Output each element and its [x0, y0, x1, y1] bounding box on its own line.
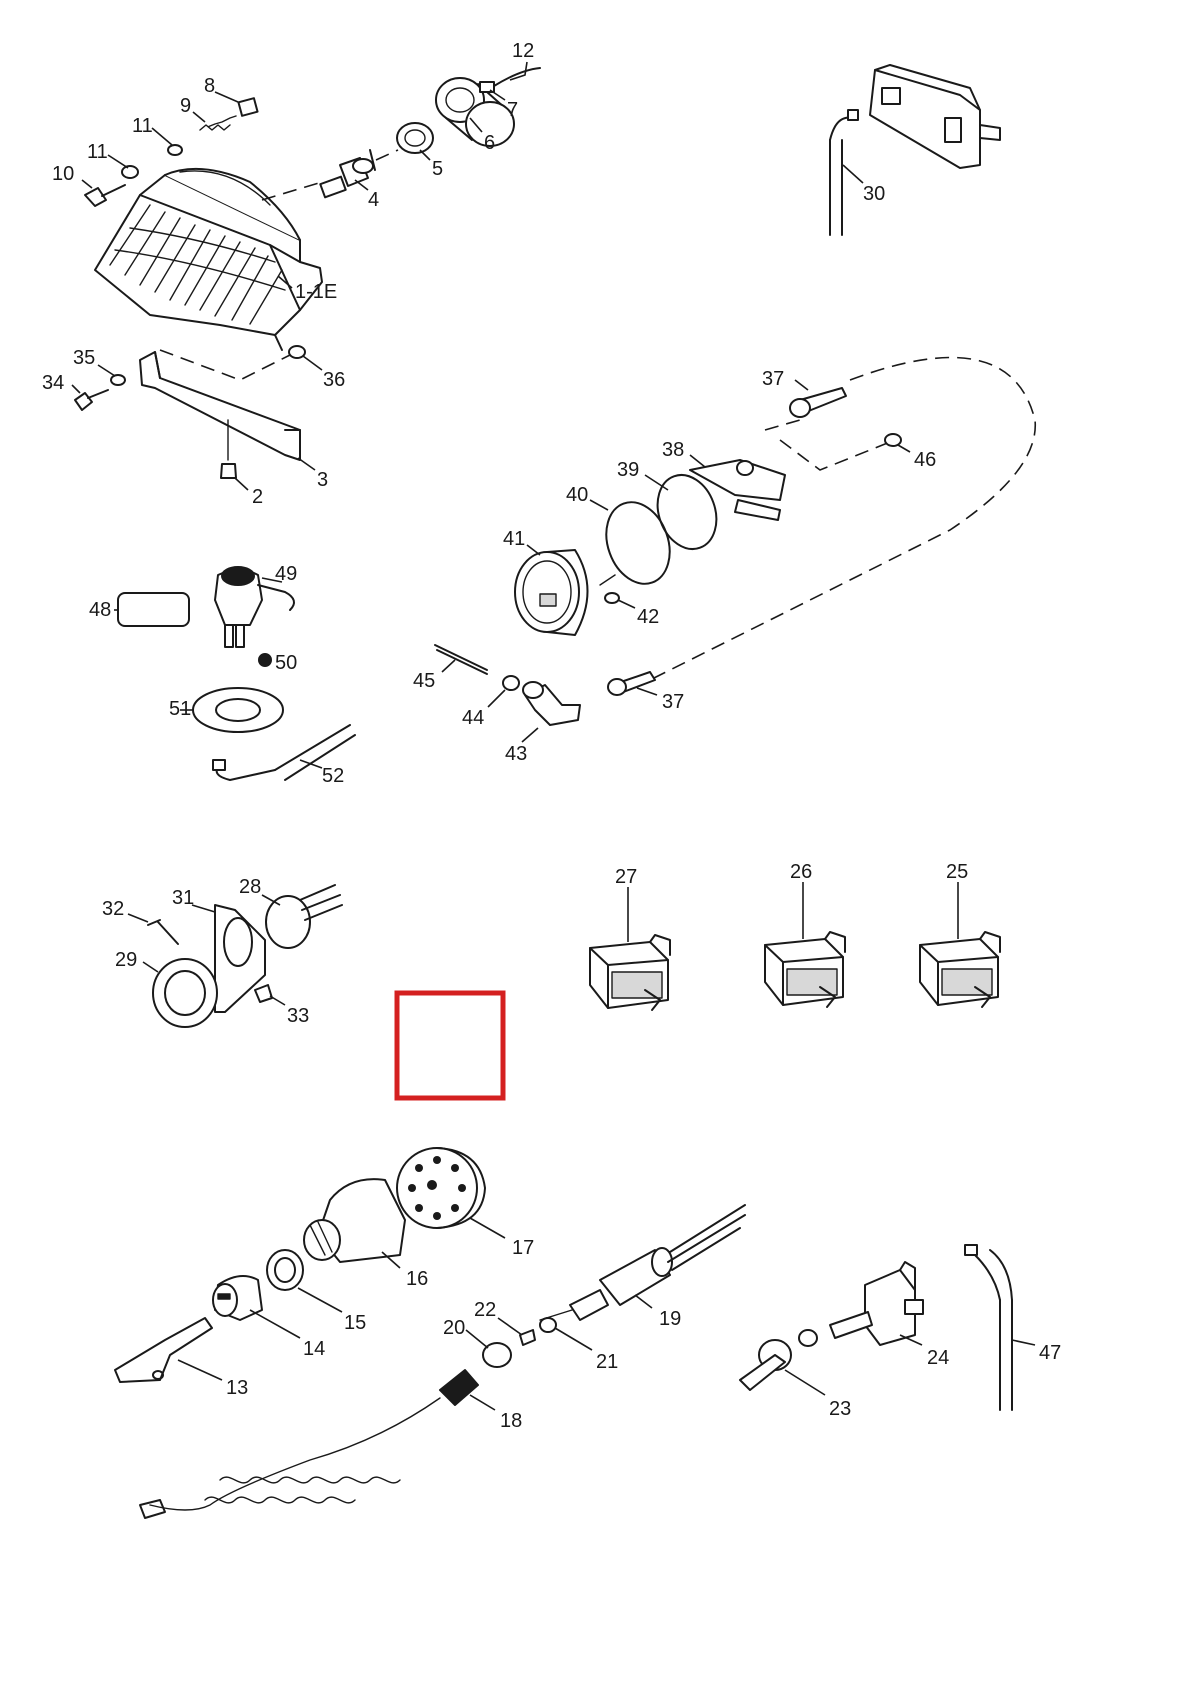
callout-11-upper: 11: [132, 115, 153, 137]
callout-30: 30: [863, 183, 885, 205]
callout-5: 5: [432, 158, 443, 180]
key-switch-assembly: [117, 566, 356, 781]
callout-48: 48: [89, 599, 111, 621]
callout-4: 4: [368, 189, 379, 211]
callout-labels: 12 8 9 7 11 11 10 6 5 4 1-1E 30 35 34 36…: [42, 40, 1061, 1432]
callout-26: 26: [790, 861, 812, 883]
callout-40: 40: [566, 484, 588, 506]
callout-16: 16: [406, 1268, 428, 1290]
callout-10: 10: [52, 163, 74, 185]
rocker-switches: [589, 931, 1001, 1011]
callout-46: 46: [914, 449, 936, 471]
leader-lines: [71, 61, 1036, 1411]
callout-50: 50: [275, 652, 297, 674]
callout-37-upper: 37: [762, 368, 784, 390]
callout-44: 44: [462, 707, 484, 729]
callout-12: 12: [512, 40, 534, 62]
ignition-assembly: [114, 1147, 746, 1519]
callout-51: 51: [169, 698, 191, 720]
rocker-switch-27: [589, 934, 671, 1011]
callout-2: 2: [252, 486, 263, 508]
callout-36: 36: [323, 369, 345, 391]
rocker-switch-25: [919, 931, 1001, 1008]
callout-37-lower: 37: [662, 691, 684, 713]
callout-19: 19: [659, 1308, 681, 1330]
callout-23: 23: [829, 1398, 851, 1420]
callout-31: 31: [172, 887, 194, 909]
gauge-assembly: [434, 356, 1037, 726]
callout-15: 15: [344, 1312, 366, 1334]
switch-panel-30: [829, 64, 1001, 236]
callout-3: 3: [317, 469, 328, 491]
callout-52: 52: [322, 765, 344, 787]
callout-33: 33: [287, 1005, 309, 1027]
cable-47: [964, 1244, 1013, 1411]
callout-18: 18: [500, 1410, 522, 1432]
mounting-plate-assembly: [147, 884, 343, 1028]
callout-45: 45: [413, 670, 435, 692]
callout-6: 6: [484, 132, 495, 154]
callout-25: 25: [946, 861, 968, 883]
callout-8: 8: [204, 75, 215, 97]
callout-42: 42: [637, 606, 659, 628]
callout-13: 13: [226, 1377, 248, 1399]
headlight-bracket: [74, 345, 306, 479]
callout-35: 35: [73, 347, 95, 369]
callout-22: 22: [474, 1299, 496, 1321]
callout-29: 29: [115, 949, 137, 971]
callout-38: 38: [662, 439, 684, 461]
callout-32: 32: [102, 898, 124, 920]
callout-28: 28: [239, 876, 261, 898]
callout-47: 47: [1039, 1342, 1061, 1364]
callout-1-1e: 1-1E: [295, 281, 337, 303]
callout-49: 49: [275, 563, 297, 585]
callout-39: 39: [617, 459, 639, 481]
rocker-switch-26: [764, 931, 846, 1008]
callout-21: 21: [596, 1351, 618, 1373]
callout-7: 7: [507, 99, 518, 121]
callout-34: 34: [42, 372, 64, 394]
callout-17: 17: [512, 1237, 534, 1259]
callout-20: 20: [443, 1317, 465, 1339]
toggle-switch-assembly: [739, 1261, 924, 1391]
headlight-assembly: [84, 67, 541, 351]
callout-43: 43: [505, 743, 527, 765]
highlight-box: [394, 990, 506, 1101]
callout-41: 41: [503, 528, 525, 550]
callout-24: 24: [927, 1347, 949, 1369]
callout-9: 9: [180, 95, 191, 117]
callout-14: 14: [303, 1338, 325, 1360]
callout-27: 27: [615, 866, 637, 888]
callout-11-lower: 11: [87, 141, 108, 163]
